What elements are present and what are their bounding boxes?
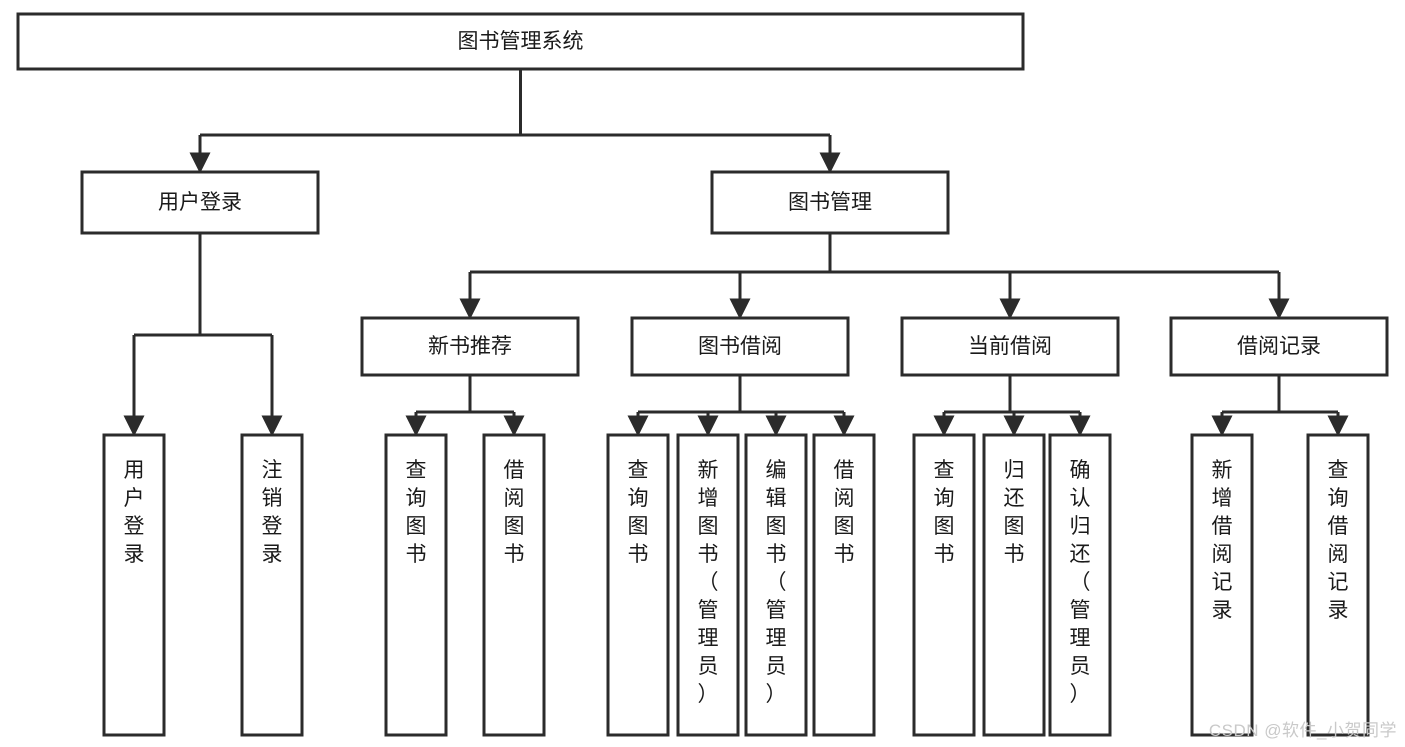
node-leaf-return-book[interactable]: 归还图书 xyxy=(982,433,1046,737)
node-user-login-label: 用户登录 xyxy=(158,191,242,214)
node-leaf-add-record[interactable]: 新增借阅记录 xyxy=(1190,433,1254,737)
node-leaf-return-book-box[interactable] xyxy=(982,433,1046,737)
nodes-layer: 图书管理系统用户登录图书管理新书推荐图书借阅当前借阅借阅记录用户登录注销登录查询… xyxy=(16,12,1389,737)
node-leaf-add-book-box[interactable] xyxy=(676,433,740,737)
node-book-manage-label: 图书管理 xyxy=(788,191,872,214)
node-leaf-borrow-book-2[interactable]: 借阅图书 xyxy=(812,433,876,737)
node-leaf-user-login-label: 用户登录 xyxy=(124,459,145,566)
node-leaf-add-record-label: 新增借阅记录 xyxy=(1212,459,1233,622)
node-leaf-edit-book[interactable]: 编辑图书（管理员） xyxy=(744,433,808,737)
node-leaf-query-book-3-box[interactable] xyxy=(912,433,976,737)
node-leaf-confirm-return-box[interactable] xyxy=(1048,433,1112,737)
node-book-manage-box[interactable] xyxy=(710,170,950,235)
node-leaf-edit-book-label: 编辑图书（管理员） xyxy=(766,459,787,706)
node-leaf-query-book-2-label: 查询图书 xyxy=(628,459,649,566)
node-new-book-recommend-box[interactable] xyxy=(360,316,580,377)
node-new-book-recommend-label: 新书推荐 xyxy=(428,335,512,358)
node-current-borrow[interactable]: 当前借阅 xyxy=(900,316,1120,377)
node-leaf-add-book-label: 新增图书（管理员） xyxy=(698,459,719,706)
node-leaf-query-book-2-box[interactable] xyxy=(606,433,670,737)
node-leaf-return-book-label: 归还图书 xyxy=(1004,459,1025,566)
node-leaf-borrow-book-1-box[interactable] xyxy=(482,433,546,737)
node-leaf-query-book-1-box[interactable] xyxy=(384,433,448,737)
node-leaf-logout-label: 注销登录 xyxy=(262,459,283,566)
node-leaf-confirm-return-label: 确认归还（管理员） xyxy=(1070,459,1091,706)
node-new-book-recommend[interactable]: 新书推荐 xyxy=(360,316,580,377)
node-leaf-query-book-1-label: 查询图书 xyxy=(406,459,427,566)
node-user-login-box[interactable] xyxy=(80,170,320,235)
node-leaf-borrow-book-2-label: 借阅图书 xyxy=(834,459,855,566)
node-borrow-record-label: 借阅记录 xyxy=(1237,335,1321,358)
node-borrow-record[interactable]: 借阅记录 xyxy=(1169,316,1389,377)
node-leaf-query-book-1[interactable]: 查询图书 xyxy=(384,433,448,737)
node-leaf-edit-book-box[interactable] xyxy=(744,433,808,737)
node-book-manage[interactable]: 图书管理 xyxy=(710,170,950,235)
node-book-borrow-box[interactable] xyxy=(630,316,850,377)
node-current-borrow-label: 当前借阅 xyxy=(968,335,1052,358)
node-leaf-borrow-book-1-label: 借阅图书 xyxy=(504,459,525,566)
node-leaf-query-record-box[interactable] xyxy=(1306,433,1370,737)
node-leaf-user-login-box[interactable] xyxy=(102,433,166,737)
node-borrow-record-box[interactable] xyxy=(1169,316,1389,377)
node-leaf-user-login[interactable]: 用户登录 xyxy=(102,433,166,737)
node-leaf-add-book[interactable]: 新增图书（管理员） xyxy=(676,433,740,737)
node-leaf-logout[interactable]: 注销登录 xyxy=(240,433,304,737)
node-current-borrow-box[interactable] xyxy=(900,316,1120,377)
node-leaf-add-record-box[interactable] xyxy=(1190,433,1254,737)
node-leaf-confirm-return[interactable]: 确认归还（管理员） xyxy=(1048,433,1112,737)
node-system-root[interactable]: 图书管理系统 xyxy=(16,12,1025,71)
connector-lines xyxy=(123,69,1349,437)
node-leaf-borrow-book-2-box[interactable] xyxy=(812,433,876,737)
node-leaf-borrow-book-1[interactable]: 借阅图书 xyxy=(482,433,546,737)
node-system-root-box[interactable] xyxy=(16,12,1025,71)
node-leaf-logout-box[interactable] xyxy=(240,433,304,737)
node-leaf-query-book-3[interactable]: 查询图书 xyxy=(912,433,976,737)
node-user-login[interactable]: 用户登录 xyxy=(80,170,320,235)
node-leaf-query-book-3-label: 查询图书 xyxy=(934,459,955,566)
node-book-borrow[interactable]: 图书借阅 xyxy=(630,316,850,377)
node-book-borrow-label: 图书借阅 xyxy=(698,335,782,358)
node-leaf-query-record-label: 查询借阅记录 xyxy=(1328,459,1349,622)
node-leaf-query-book-2[interactable]: 查询图书 xyxy=(606,433,670,737)
node-system-root-label: 图书管理系统 xyxy=(458,30,584,53)
node-leaf-query-record[interactable]: 查询借阅记录 xyxy=(1306,433,1370,737)
